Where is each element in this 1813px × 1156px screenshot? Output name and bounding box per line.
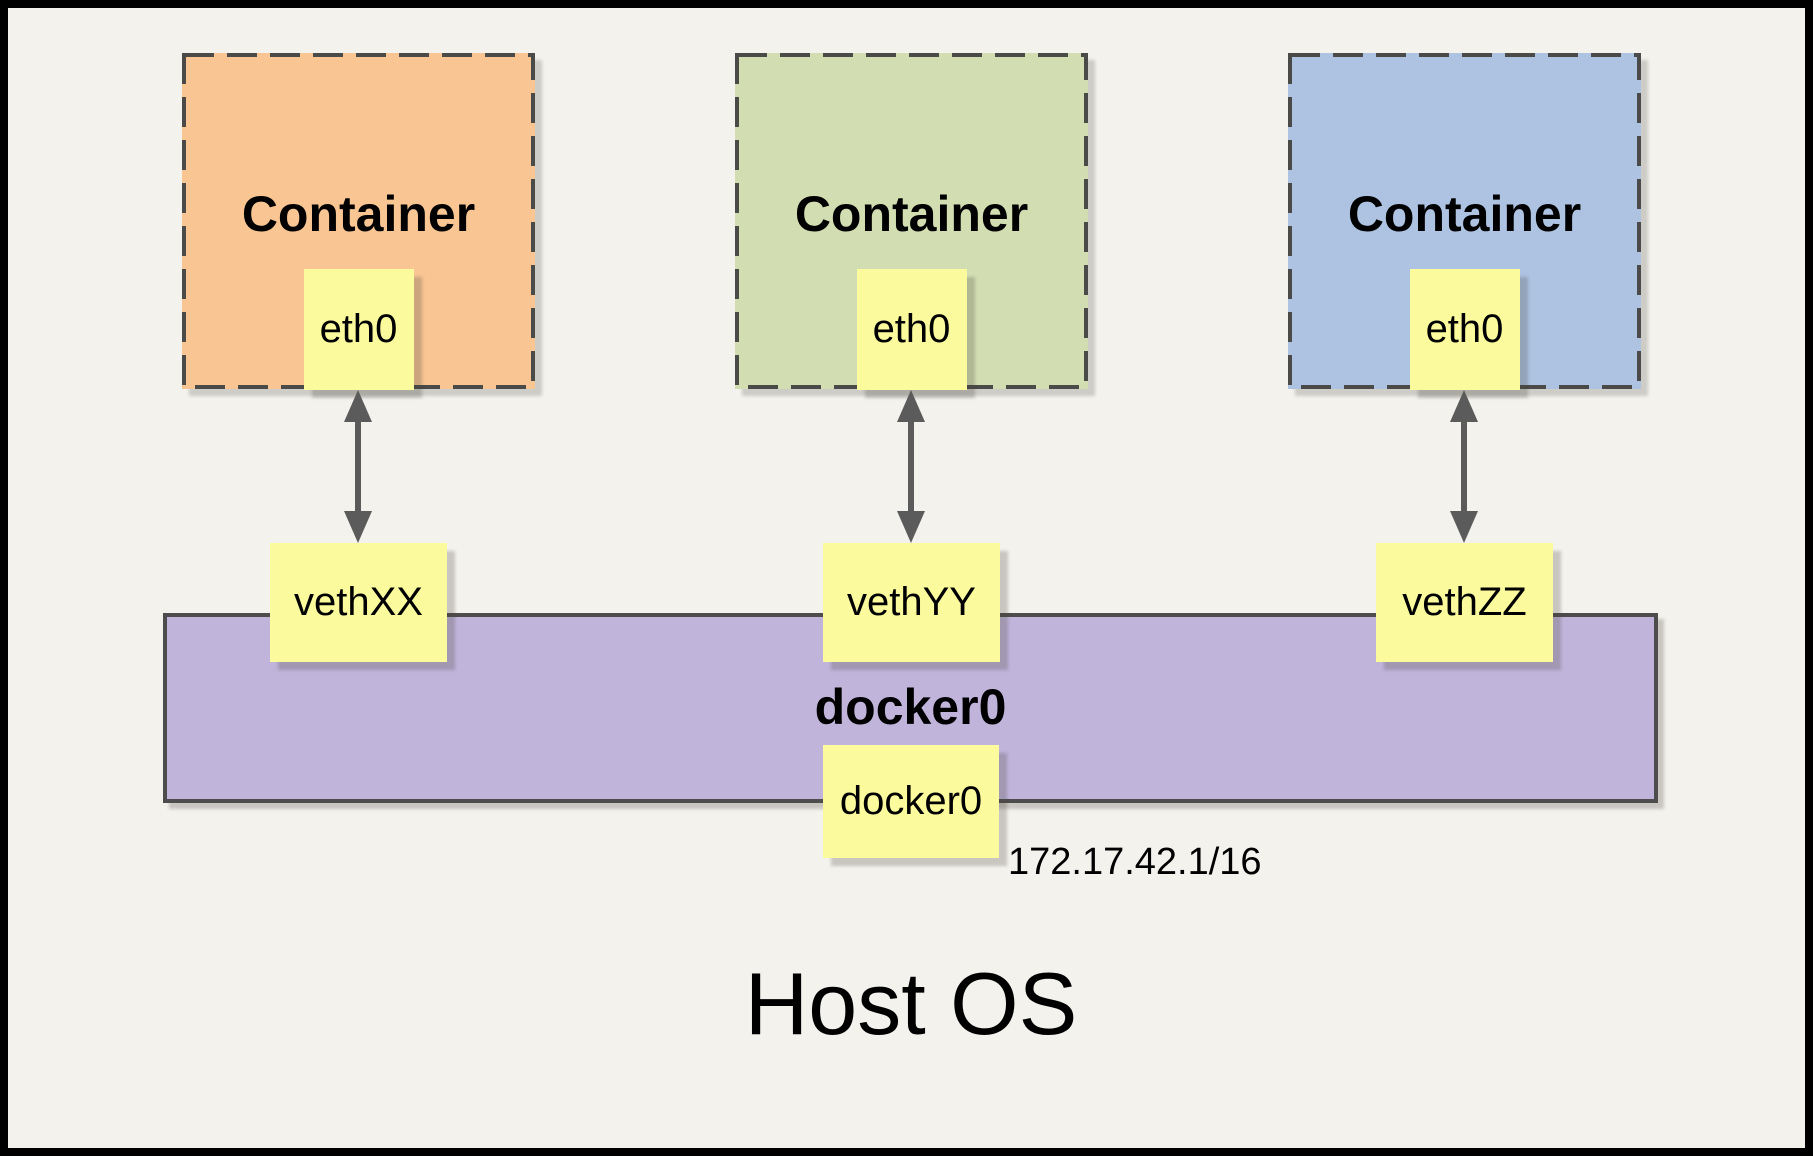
container-2-eth0-label: eth0 xyxy=(872,307,951,351)
docker0-interface-label: docker0 xyxy=(839,779,983,823)
vethYY-label: vethYY xyxy=(847,580,976,624)
vethXX-label: vethXX xyxy=(294,580,423,624)
dashed-border xyxy=(1288,53,1641,389)
arrow-shaft xyxy=(908,414,914,519)
container-box-1: Container eth0 xyxy=(182,53,535,390)
vethYY-box: vethYY xyxy=(823,543,1000,662)
container-3-label: Container xyxy=(1347,186,1582,242)
dashed-border xyxy=(182,53,535,389)
arrow-shaft xyxy=(1461,414,1467,519)
container-1-eth0-box: eth0 xyxy=(303,269,414,390)
bridge-ip-label: 172.17.42.1/16 xyxy=(1008,841,1262,883)
container-2-label: Container xyxy=(794,186,1029,242)
container-3-eth0-label: eth0 xyxy=(1425,307,1504,351)
vethXX-box: vethXX xyxy=(270,543,447,662)
vethZZ-label: vethZZ xyxy=(1402,580,1527,624)
dashed-border xyxy=(735,53,1088,389)
eth0-vethYY-arrow xyxy=(897,390,925,543)
arrow-shaft xyxy=(355,414,361,519)
arrow-down-icon xyxy=(897,511,925,543)
container-3-eth0-box: eth0 xyxy=(1409,269,1520,390)
arrow-down-icon xyxy=(344,511,372,543)
container-1-eth0-label: eth0 xyxy=(319,307,398,351)
container-box-3: Container eth0 xyxy=(1288,53,1641,390)
arrow-down-icon xyxy=(1450,511,1478,543)
container-box-2: Container eth0 xyxy=(735,53,1088,390)
container-2-eth0-box: eth0 xyxy=(856,269,967,390)
container-1-label: Container xyxy=(241,186,476,242)
eth0-vethXX-arrow xyxy=(344,390,372,543)
vethZZ-box: vethZZ xyxy=(1376,543,1553,662)
eth0-vethZZ-arrow xyxy=(1450,390,1478,543)
docker0-interface-box: docker0 xyxy=(823,745,999,858)
docker0-bridge-label: docker0 xyxy=(814,679,1007,735)
host-os-label: Host OS xyxy=(744,954,1078,1053)
